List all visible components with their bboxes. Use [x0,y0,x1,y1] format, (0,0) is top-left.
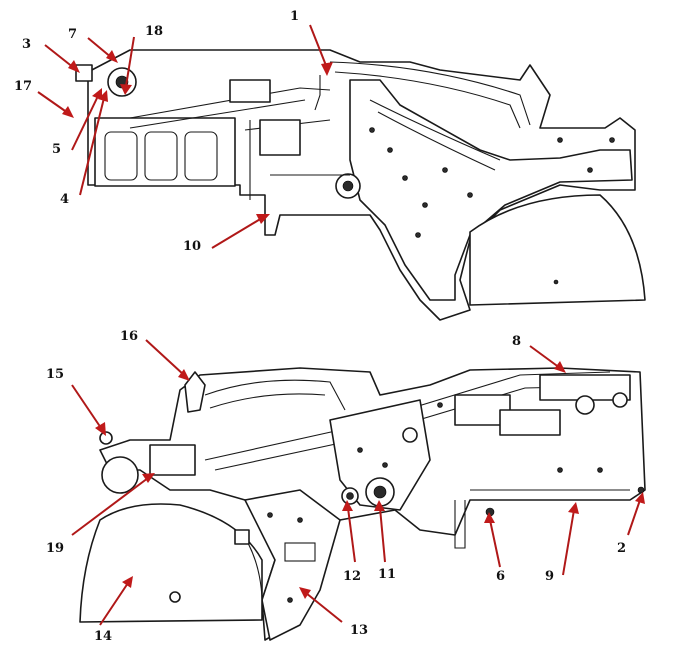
label-1: 1 [290,9,299,24]
arrow-4 [79,97,105,196]
label-5: 5 [52,142,61,157]
label-12: 12 [343,569,361,584]
arrow-5 [71,95,99,151]
top-feeder-assembly [75,49,646,321]
arrow-8 [529,345,561,369]
top-side-plate [349,79,633,301]
bottom-knob [99,431,113,445]
bottom-feeder-assembly [79,367,646,641]
arrow-16 [145,339,185,376]
top-reel-cover [469,194,646,306]
top-knob [75,64,93,82]
arrow-19 [71,477,149,536]
arrow-12 [347,507,356,563]
arrow-18 [125,36,135,87]
label-2: 2 [617,541,626,556]
label-17: 17 [14,79,32,94]
callout-arrows [37,24,645,626]
arrow-6 [489,519,501,568]
label-16: 16 [120,329,138,344]
label-7: 7 [68,27,77,42]
arrow-1 [309,24,328,69]
label-15: 15 [46,367,64,382]
label-8: 8 [512,334,521,349]
top-left-housing [94,117,236,187]
arrow-15 [71,384,102,429]
callout-labels: 1 3 7 18 17 5 4 10 16 8 15 19 12 11 6 9 … [14,9,626,644]
label-19: 19 [46,541,64,556]
arrow-7 [87,37,113,59]
label-4: 4 [60,192,69,207]
label-14: 14 [94,629,112,644]
arrow-14 [99,582,129,626]
top-holes [369,127,615,238]
arrow-17 [37,91,69,114]
label-6: 6 [496,569,505,584]
arrow-11 [379,507,386,563]
label-10: 10 [183,239,201,254]
arrow-13 [305,592,343,623]
label-3: 3 [22,37,31,52]
bottom-side-plate [329,399,431,511]
label-11: 11 [378,567,396,582]
label-9: 9 [545,569,554,584]
bottom-reel-cover [79,503,263,623]
bottom-left-wheel [101,456,139,494]
bottom-lower-arm [244,489,341,641]
arrow-9 [562,509,575,576]
label-13: 13 [350,623,368,638]
bottom-holes [267,402,603,603]
bottom-handle [184,371,206,413]
arrow-10 [211,217,263,249]
arrow-3 [44,44,75,69]
label-18: 18 [145,24,163,39]
arrow-2 [627,499,641,536]
